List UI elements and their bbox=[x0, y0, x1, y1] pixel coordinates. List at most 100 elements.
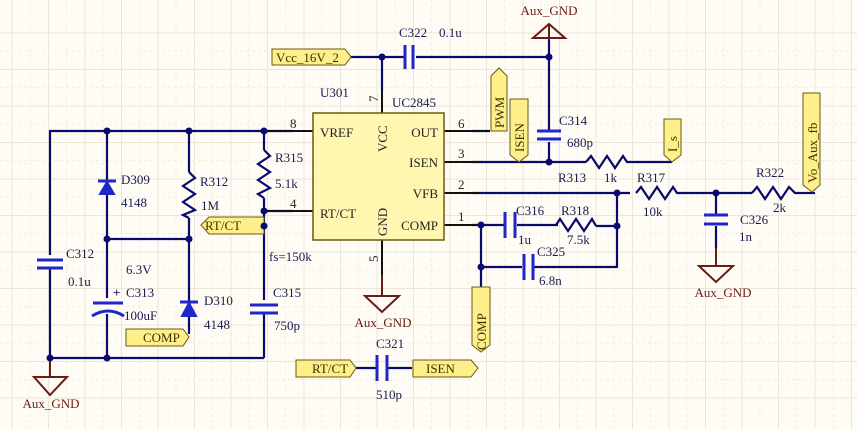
junction-dot bbox=[378, 53, 386, 61]
pin-number-out: 6 bbox=[458, 116, 465, 131]
port-label-pwm: PWM bbox=[492, 97, 507, 129]
c321-value: 510p bbox=[376, 387, 402, 402]
pin-name-vfb: VFB bbox=[413, 186, 439, 201]
r313-ref: R313 bbox=[558, 170, 586, 185]
pin-number-isen: 3 bbox=[458, 146, 465, 161]
pin-number-comp: 1 bbox=[458, 209, 465, 224]
capacitor-c321[interactable]: C321 510p bbox=[375, 336, 404, 402]
resistor-r322[interactable]: R322 2k bbox=[751, 165, 800, 215]
capacitor-c325[interactable]: C325 6.8n bbox=[522, 244, 565, 288]
port-label-rtct-mid: RT/CT bbox=[205, 218, 241, 233]
port-vo-aux-fb[interactable]: Vo_Aux_fb bbox=[802, 92, 821, 193]
pin-number-gnd: 5 bbox=[366, 256, 381, 263]
pin-name-comp: COMP bbox=[401, 218, 438, 233]
capacitor-c314[interactable]: C314 680p bbox=[537, 113, 593, 150]
junction-dot bbox=[260, 127, 268, 135]
c314-ref: C314 bbox=[559, 113, 588, 128]
port-label-vcc: Vcc_16V_2 bbox=[276, 50, 339, 65]
r315-value: 5.1k bbox=[275, 176, 298, 191]
port-isen-bottom[interactable]: ISEN bbox=[412, 359, 479, 378]
ground-label-left: Aux_GND bbox=[22, 396, 79, 411]
port-pwm[interactable]: PWM bbox=[490, 67, 508, 132]
junction-dot bbox=[477, 221, 485, 229]
r315-ref: R315 bbox=[275, 150, 303, 165]
resistor-r317[interactable]: R317 10k bbox=[635, 170, 680, 219]
resistor-r318[interactable]: R318 7.5k bbox=[555, 203, 597, 247]
resistor-r312[interactable]: R312 1M bbox=[180, 171, 228, 219]
port-rtct-mid[interactable]: RT/CT bbox=[200, 216, 265, 235]
c326-value: 1n bbox=[739, 229, 753, 244]
resistor-r315[interactable]: R315 5.1k bbox=[255, 149, 303, 199]
junction-dot bbox=[613, 189, 621, 197]
junction-dot bbox=[185, 127, 193, 135]
r312-value: 1M bbox=[201, 198, 220, 213]
c312-value: 0.1u bbox=[68, 274, 91, 289]
pin-name-gnd: GND bbox=[375, 208, 390, 236]
ground-symbol-right: Aux_GND bbox=[694, 248, 752, 300]
junction-dot bbox=[545, 158, 553, 166]
pin-number-vcc: 7 bbox=[366, 95, 381, 102]
port-label-rtct-bottom: RT/CT bbox=[312, 361, 348, 376]
c325-value: 6.8n bbox=[539, 273, 562, 288]
diode-d310[interactable]: D310 4148 bbox=[180, 293, 233, 332]
pin-name-vcc: VCC bbox=[375, 125, 390, 152]
capacitor-c313[interactable]: 6.3V + C313 100uF bbox=[91, 262, 157, 323]
ground-symbol-left: Aux_GND bbox=[22, 358, 80, 411]
junction-dot bbox=[103, 235, 111, 243]
port-i-s[interactable]: I_s bbox=[663, 118, 682, 163]
resistor-r313[interactable]: R313 1k bbox=[558, 154, 630, 185]
c321-ref: C321 bbox=[376, 336, 404, 351]
pin-number-vfb: 2 bbox=[458, 177, 465, 192]
junction-dot bbox=[185, 235, 193, 243]
capacitor-c326[interactable]: C326 1n bbox=[704, 212, 769, 244]
junction-dot bbox=[477, 263, 485, 271]
junction-dot bbox=[545, 53, 553, 61]
d309-ref: D309 bbox=[121, 172, 150, 187]
junction-dot bbox=[712, 189, 720, 197]
pin-number-rtct: 4 bbox=[290, 196, 297, 211]
port-label-isen-bottom: ISEN bbox=[426, 361, 456, 376]
junction-dot bbox=[260, 207, 268, 215]
switching-frequency-note: fs=150k bbox=[269, 249, 312, 264]
junction-dot bbox=[46, 354, 54, 362]
ground-label-ic: Aux_GND bbox=[354, 315, 411, 330]
pin-number-vref: 8 bbox=[290, 116, 297, 131]
c316-ref: C316 bbox=[516, 203, 545, 218]
c322-value: 0.1u bbox=[439, 25, 462, 40]
pin-name-vref: VREF bbox=[320, 125, 353, 140]
port-vcc-16v[interactable]: Vcc_16V_2 bbox=[271, 48, 352, 66]
ground-symbol-ic: Aux_GND bbox=[354, 275, 412, 330]
r318-ref: R318 bbox=[561, 203, 589, 218]
c313-rating: 6.3V bbox=[126, 262, 152, 277]
ic-designator: U301 bbox=[320, 85, 349, 100]
r317-value: 10k bbox=[643, 204, 663, 219]
capacitor-c315[interactable]: C315 750p bbox=[250, 285, 301, 333]
c312-ref: C312 bbox=[66, 246, 94, 261]
port-label-i-s: I_s bbox=[665, 136, 680, 152]
ic-u301[interactable]: U301 UC2845 VREF RT/CT OUT ISEN VFB COMP… bbox=[290, 85, 465, 262]
c316-value: 1u bbox=[518, 232, 532, 247]
c325-ref: C325 bbox=[537, 244, 565, 259]
capacitor-c322[interactable]: C322 0.1u bbox=[399, 25, 462, 69]
junction-dot bbox=[260, 222, 268, 230]
port-comp-bottom[interactable]: COMP bbox=[471, 286, 491, 353]
port-rtct-bottom[interactable]: RT/CT bbox=[295, 359, 357, 378]
pin-name-isen: ISEN bbox=[409, 155, 439, 170]
port-isen-top[interactable]: ISEN bbox=[509, 98, 529, 163]
capacitor-c316[interactable]: C316 1u bbox=[503, 203, 545, 247]
pin-name-rtct: RT/CT bbox=[320, 206, 356, 221]
junction-dot bbox=[103, 354, 111, 362]
r317-ref: R317 bbox=[637, 170, 666, 185]
diode-d309[interactable]: D309 4148 bbox=[98, 172, 150, 210]
capacitor-c312[interactable]: C312 0.1u bbox=[37, 246, 94, 289]
r312-ref: R312 bbox=[200, 174, 228, 189]
r322-ref: R322 bbox=[756, 165, 784, 180]
d310-value: 4148 bbox=[204, 317, 230, 332]
ic-part-number: UC2845 bbox=[392, 95, 436, 110]
junction-dot bbox=[613, 222, 621, 230]
c313-polarity-mark: + bbox=[113, 285, 120, 300]
port-comp-left[interactable]: COMP bbox=[125, 328, 190, 347]
c315-ref: C315 bbox=[273, 285, 301, 300]
r322-value: 2k bbox=[773, 200, 787, 215]
port-label-comp-bottom: COMP bbox=[474, 313, 489, 350]
